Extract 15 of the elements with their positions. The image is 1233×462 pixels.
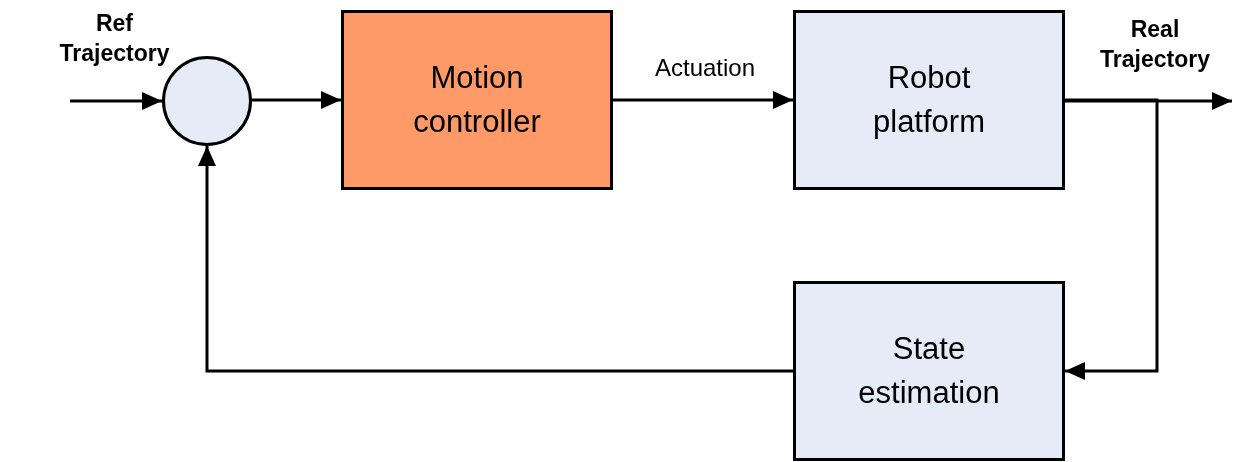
arrow bbox=[613, 91, 793, 109]
process-box bbox=[793, 10, 1065, 190]
arrow bbox=[198, 146, 793, 373]
box-label: Robot platform bbox=[872, 59, 986, 141]
arrow bbox=[252, 91, 341, 109]
edge-label: Ref Trajectory bbox=[58, 9, 171, 68]
box-label: State estimation bbox=[857, 330, 1001, 412]
box-label: Motion controller bbox=[412, 59, 542, 141]
arrow bbox=[1065, 98, 1159, 380]
process-box bbox=[793, 281, 1065, 461]
arrow bbox=[1065, 92, 1232, 110]
edge-label: Real Trajectory bbox=[1099, 15, 1211, 74]
process-box bbox=[341, 10, 613, 190]
edge-label: Actuation bbox=[653, 53, 757, 83]
arrow bbox=[70, 92, 162, 110]
